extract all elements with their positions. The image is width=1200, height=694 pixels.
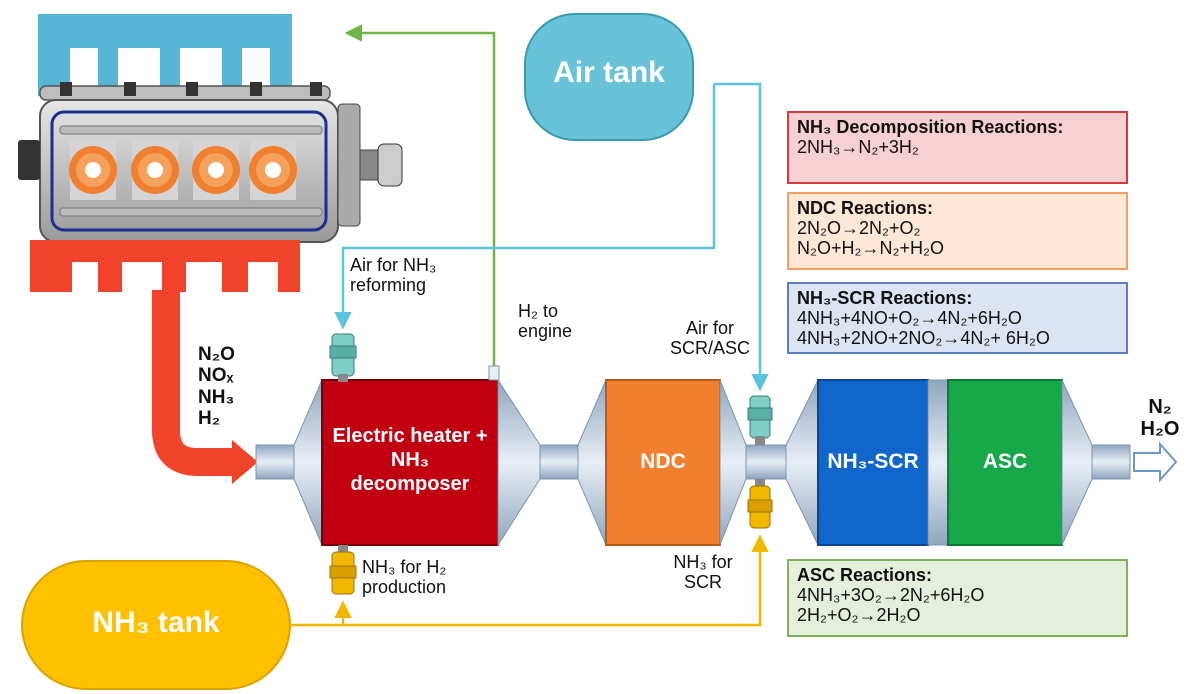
scr-reactions-title: NH₃-SCR Reactions: (797, 288, 973, 308)
connector-pipe (745, 444, 787, 480)
outlet-pipe (1091, 444, 1131, 480)
intake-manifold (38, 14, 292, 96)
air-scr-line (714, 82, 769, 392)
nh3-tank-label: NH₃ tank (92, 606, 220, 639)
nh3-injector-h2-production (329, 545, 357, 595)
asc-reactions-box: ASC Reactions: 4NH₃+3O₂→2N₂+6H₂O 2H₂+O₂→… (787, 559, 1128, 637)
cylinder (69, 140, 117, 200)
decomposition-reactions-title: NH₃ Decomposition Reactions: (797, 117, 1064, 137)
decomposer-outlet-cone (497, 378, 541, 547)
decomposition-reactions-box: NH₃ Decomposition Reactions: 2NH₃→N₂+3H₂ (787, 111, 1128, 184)
ndc-reactions-title: NDC Reactions: (797, 198, 934, 218)
decomposer-label: Electric heater + NH₃ decomposer (332, 425, 488, 495)
ndc-inlet-cone (577, 379, 607, 546)
cylinder (249, 140, 297, 200)
air-tank-label: Air tank (553, 56, 665, 89)
scr-label: NH₃-SCR (827, 450, 919, 473)
h2-to-engine-line (344, 24, 496, 376)
reaction-line: 2NH₃→N₂+3H₂ (797, 137, 919, 158)
outlet-arrow (1133, 441, 1178, 483)
asc-outlet-cone (1061, 379, 1093, 546)
nh3-injector-scr (747, 479, 773, 529)
engine (18, 14, 403, 292)
air-scr-asc-label: Air for SCR/ASC (669, 318, 750, 358)
ndc-label: NDC (640, 450, 686, 473)
scr-reactions-box: NH₃-SCR Reactions: 4NH₃+4NO+O₂→4N₂+6H₂O … (787, 282, 1128, 354)
air-injector-scr (747, 395, 773, 445)
reaction-line: 4NH₃+3O₂→2N₂+6H₂O (797, 585, 985, 606)
reaction-line: N₂O+H₂→N₂+H₂O (797, 238, 944, 259)
asc-label: ASC (982, 450, 1028, 473)
h2-outlet-port (488, 365, 500, 381)
nh3-scr-label: NH₃ for SCR (673, 552, 733, 592)
cylinders (69, 140, 297, 200)
reaction-line: 2N₂O→2N₂+O₂ (797, 218, 921, 239)
engine-pulley (337, 103, 361, 227)
air-tank (524, 13, 694, 141)
exhaust-pipe (152, 290, 234, 476)
exhaust-manifold (30, 240, 300, 292)
outlet-label: N₂ H₂O (1140, 396, 1180, 440)
inlet-pipe (255, 444, 297, 480)
fuel-rail (39, 85, 331, 101)
decomposer-unit (321, 379, 499, 546)
nh3-h2-production-label: NH₃ for H₂ production (362, 557, 447, 597)
air-reforming-label: Air for NH₃ reforming (350, 255, 437, 295)
air-reforming-line (334, 84, 716, 330)
air-injector-reforming (329, 333, 357, 382)
decomposer-inlet-cone (293, 379, 323, 546)
h2-to-engine-label: H₂ to engine (518, 301, 573, 341)
nh3-supply-line (290, 534, 769, 627)
cylinder (131, 140, 179, 200)
reaction-line: 2H₂+O₂→2H₂O (797, 605, 921, 626)
ndc-reactions-box: NDC Reactions: 2N₂O→2N₂+O₂ N₂O+H₂→N₂+H₂O (787, 192, 1128, 270)
asc-reactions-title: ASC Reactions: (797, 565, 933, 585)
nh3-tank (21, 560, 291, 690)
cylinder (192, 140, 240, 200)
ndc-outlet-cone (719, 379, 747, 546)
reaction-line: 4NH₃+2NO+2NO₂→4N₂+ 6H₂O (797, 328, 1050, 349)
reaction-line: 4NH₃+4NO+O₂→4N₂+6H₂O (797, 308, 1022, 329)
connector-pipe (539, 444, 581, 480)
exhaust-pipe-arrowhead (232, 440, 258, 484)
brick-separator (927, 379, 949, 546)
exhaust-species-label: N₂O NOₓ NH₃ H₂ (198, 344, 235, 429)
scr-inlet-cone (785, 379, 819, 546)
